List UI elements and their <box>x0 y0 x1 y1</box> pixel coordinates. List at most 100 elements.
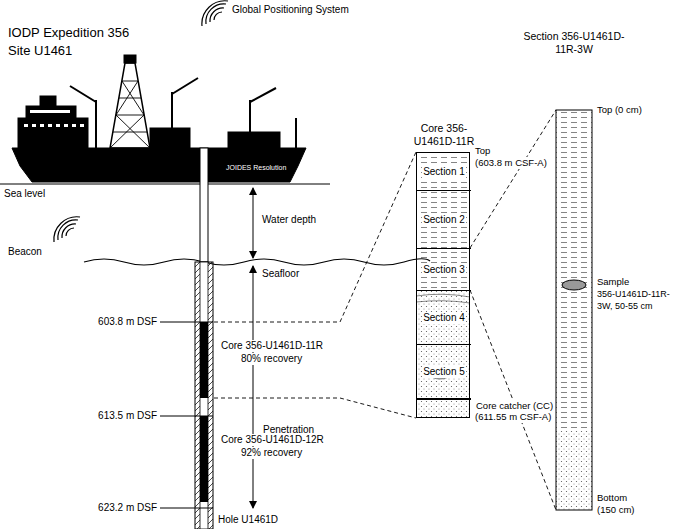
label-text: Sea level <box>4 188 45 200</box>
title-text: IODP Expedition 356 Site U1461 <box>8 24 140 60</box>
penetration-arrow <box>253 266 254 508</box>
sample-mark <box>562 280 586 290</box>
section-label: Section 2 <box>422 214 466 226</box>
core-12r <box>200 416 208 502</box>
core-layer-lines <box>416 294 470 297</box>
ship-silhouette <box>26 106 76 118</box>
core-layer-lines <box>416 301 470 303</box>
label-text: 603.8 m DSF <box>98 316 157 328</box>
depth-tick <box>160 508 213 509</box>
label-text: Seafloor <box>262 268 299 280</box>
ship-silhouette <box>72 124 76 127</box>
ship-silhouette <box>119 98 141 99</box>
ship-silhouette <box>122 81 144 115</box>
label-text: 613.5 m DSF <box>98 410 157 422</box>
label-text: Sample <box>597 276 629 288</box>
depth-tick <box>160 322 213 323</box>
ship-silhouette <box>48 124 52 127</box>
core-section: Section 3 <box>417 249 471 291</box>
beacon-waves <box>54 217 80 242</box>
label-text: 92% recovery <box>240 447 303 459</box>
ship-silhouette <box>171 92 173 128</box>
ship-silhouette <box>110 115 144 148</box>
section-clay-fill <box>556 110 592 430</box>
core-11r <box>200 322 208 398</box>
sea-level-line <box>0 184 330 185</box>
seafloor-line <box>84 259 430 265</box>
ship-silhouette <box>150 128 190 148</box>
ship-silhouette <box>64 124 68 127</box>
ship-silhouette <box>295 118 297 148</box>
section-label: Section 1 <box>422 166 466 178</box>
ship-silhouette <box>32 124 36 127</box>
ship-silhouette <box>30 110 70 113</box>
hole-interior <box>200 262 208 529</box>
ship-silhouette <box>12 55 306 182</box>
label-text: Top (0 cm) <box>597 104 642 116</box>
depth-tick <box>160 322 213 508</box>
ship-silhouette <box>116 81 138 115</box>
drill-pipe <box>200 148 208 262</box>
ship-silhouette <box>40 96 56 106</box>
section-label: Section 3 <box>422 264 466 276</box>
water-depth-arrow <box>253 188 254 258</box>
core-clay-fill <box>416 152 470 290</box>
core-layer-lines <box>416 294 470 379</box>
label-text: (603.8 m CSF-A) <box>474 157 548 169</box>
core-column: Core 356-U1461D-11RSection 1Section 2Sec… <box>416 152 470 418</box>
label-text: (150 cm) <box>597 504 634 516</box>
ship-silhouette <box>250 88 276 102</box>
label-text: Hole U1461D <box>218 514 278 526</box>
label-text: 623.2 m DSF <box>98 502 157 514</box>
ship-silhouette <box>113 132 147 133</box>
section-sand-fill <box>556 430 592 510</box>
ship-silhouette <box>249 100 251 132</box>
ship-silhouette <box>24 124 28 127</box>
ship-silhouette <box>80 124 84 127</box>
leader-line <box>214 152 416 322</box>
label-text: Top <box>474 145 491 157</box>
core-catcher: Core catcher (CC) <box>417 399 471 419</box>
ship-silhouette <box>56 124 60 127</box>
leader-line <box>214 110 556 510</box>
label-text: (611.55 m CSF-A) <box>474 411 552 423</box>
core-section: Section 1 <box>417 153 471 191</box>
ship-silhouette <box>70 86 96 102</box>
beacon-waves <box>66 228 74 236</box>
label-text: Water depth <box>262 214 316 226</box>
gps-waves <box>202 1 228 26</box>
label-text: Global Positioning System <box>232 4 349 16</box>
core-section: Section 4 <box>417 291 471 345</box>
label-text: 356-U1461D-11R-3W, 50-55 cm <box>597 288 675 312</box>
ship-silhouette <box>70 78 296 148</box>
label-text: Core 356-U1461D-11R <box>220 340 324 352</box>
label-text: Beacon <box>8 246 42 258</box>
ship-silhouette <box>110 63 150 148</box>
section-label: Section 4 <box>422 312 466 324</box>
ship-silhouette <box>116 115 150 148</box>
ship-silhouette <box>228 132 280 148</box>
gps-waves <box>210 8 224 22</box>
ship-silhouette <box>110 81 150 148</box>
ship-silhouette <box>172 78 198 94</box>
gps-waves <box>202 1 228 26</box>
gps-waves <box>214 12 222 20</box>
depth-tick <box>160 416 213 417</box>
beacon-waves <box>54 217 80 242</box>
core-section: Section 2 <box>417 191 471 249</box>
leader-line <box>470 290 556 510</box>
ship-silhouette <box>116 115 144 116</box>
ship-silhouette <box>24 110 84 127</box>
section-column: Section 356-U1461D-11R-3W <box>556 110 592 510</box>
section-heading: Section 356-U1461D-11R-3W <box>521 30 627 56</box>
core-sand-fill <box>416 290 470 418</box>
label-text: 80% recovery <box>240 353 303 365</box>
ship-silhouette <box>40 124 44 127</box>
leader-line <box>470 110 556 248</box>
label-text: Bottom <box>597 492 627 504</box>
core-section: Section 5 <box>417 345 471 399</box>
section-label: Section 5 <box>422 366 466 378</box>
drill-hole <box>195 262 213 529</box>
beacon-waves <box>62 224 76 238</box>
